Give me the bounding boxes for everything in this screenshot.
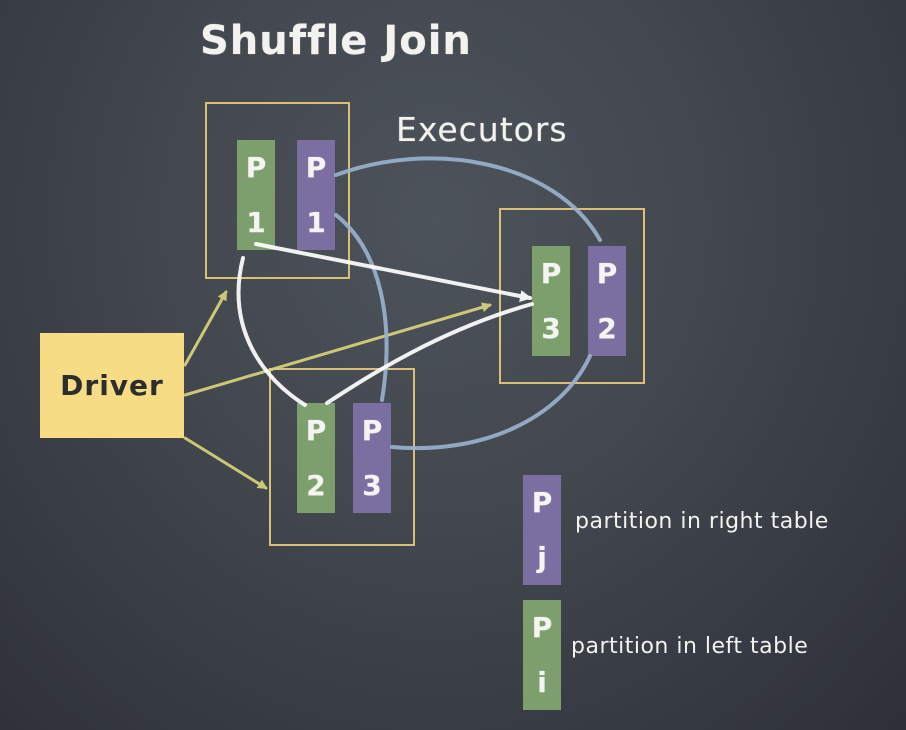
partition-left-3: P 3 bbox=[532, 246, 570, 356]
partition-letter: P bbox=[361, 414, 383, 447]
partition-right-3: P 3 bbox=[353, 403, 391, 513]
legend-letter: P bbox=[531, 486, 553, 519]
partition-index: 1 bbox=[246, 206, 266, 239]
left-shuffle-p1-to-exec3 bbox=[254, 242, 532, 302]
right-shuffle-p1-to-exec2 bbox=[334, 213, 389, 402]
right-shuffle-p1-to-exec3 bbox=[334, 156, 602, 242]
legend-right-partition: P j bbox=[523, 475, 561, 585]
legend-letter: P bbox=[531, 611, 553, 644]
partition-letter: P bbox=[305, 151, 327, 184]
legend-index: j bbox=[537, 541, 547, 574]
partition-letter: P bbox=[245, 151, 267, 184]
partition-letter: P bbox=[596, 257, 618, 290]
partition-left-2: P 2 bbox=[297, 403, 335, 513]
partition-left-1: P 1 bbox=[237, 140, 275, 250]
partition-index: 3 bbox=[541, 312, 561, 345]
partition-index: 1 bbox=[306, 206, 326, 239]
partition-letter: P bbox=[305, 414, 327, 447]
legend-left-text: partition in left table bbox=[571, 634, 809, 659]
left-shuffle-p3-to-exec2 bbox=[325, 302, 534, 405]
driver-label: Driver bbox=[60, 369, 164, 402]
legend-right-text: partition in right table bbox=[575, 509, 829, 534]
partition-index: 2 bbox=[597, 312, 617, 345]
executor-1 bbox=[205, 102, 350, 279]
driver-arrow-to-executor-3 bbox=[183, 302, 492, 397]
partition-letter: P bbox=[540, 257, 562, 290]
executor-2 bbox=[269, 368, 415, 546]
page-title: Shuffle Join bbox=[200, 18, 472, 64]
legend-left-partition: P i bbox=[523, 600, 561, 710]
partition-right-1: P 1 bbox=[297, 140, 335, 250]
left-shuffle-p1-to-exec2 bbox=[236, 256, 307, 407]
legend-index: i bbox=[537, 666, 547, 699]
driver-arrow-to-executor-2 bbox=[183, 436, 268, 490]
driver-arrow-to-executor-1 bbox=[183, 290, 228, 367]
partition-index: 2 bbox=[306, 469, 326, 502]
partition-index: 3 bbox=[362, 469, 382, 502]
partition-right-2: P 2 bbox=[588, 246, 626, 356]
driver-box: Driver bbox=[40, 333, 184, 438]
executors-label: Executors bbox=[396, 110, 568, 149]
right-shuffle-p2-to-exec2 bbox=[390, 354, 592, 451]
